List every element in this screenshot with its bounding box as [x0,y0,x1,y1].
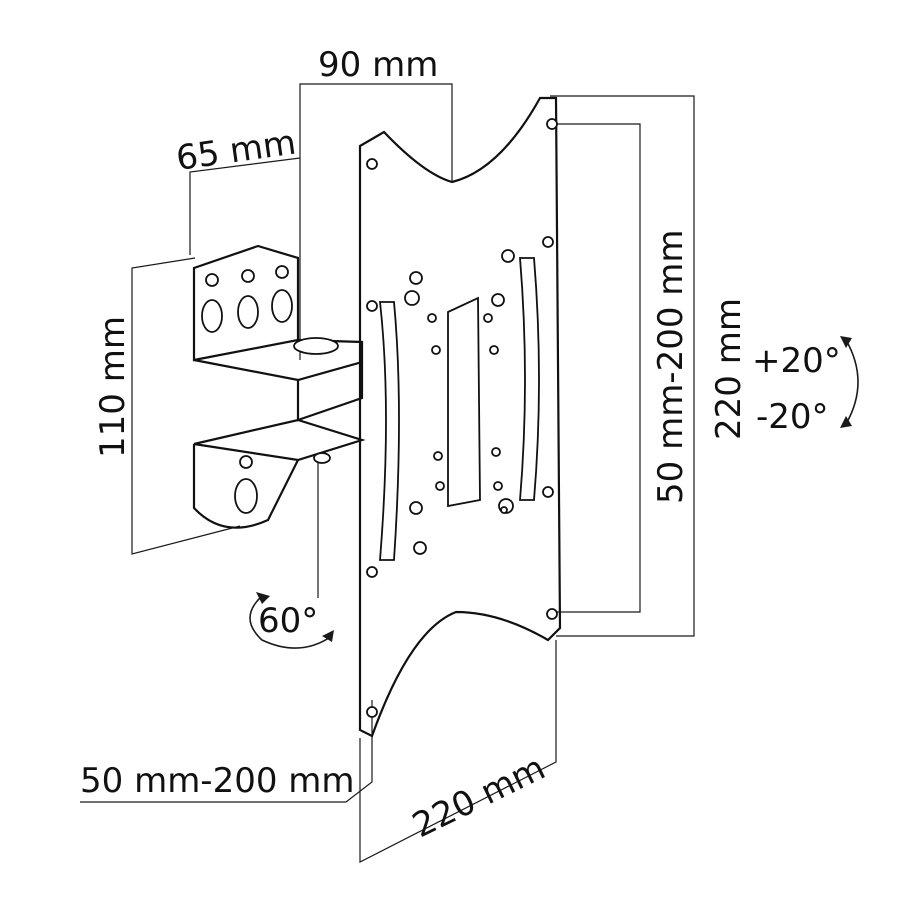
hole-5 [542,236,554,248]
label-wall-height: 110 mm [93,316,133,458]
hole-2 [404,290,420,306]
left-slot [378,301,400,561]
hole-4 [491,293,505,307]
hole-3 [501,249,515,263]
label-swivel: 60° [258,601,318,641]
right-slot [519,257,540,501]
dim-vesa-vertical-line [556,123,641,613]
label-plate-height: 220 mm [709,298,749,440]
hole-17 [413,541,427,555]
hole-1 [409,271,423,285]
swivel-arrow-icon [256,592,270,604]
hole-br [546,608,558,620]
label-tilt-down: -20° [756,397,829,437]
hole-7 [427,313,437,323]
lower-pivot [313,452,331,464]
lower-wall-plate [192,444,299,529]
upper-wall-plate [192,244,300,362]
tv-plate [358,96,562,738]
hole-12 [491,447,501,457]
upper-pivot [293,337,339,355]
tilt-arc [845,339,859,425]
label-vesa-vertical: 50 mm-200 mm [651,229,691,504]
label-vesa-horizontal: 50 mm-200 mm [80,761,355,801]
hole-bl [366,706,378,718]
keyhole-upper-3 [271,265,293,323]
dimension-labels: 90 mm 65 mm 110 mm 50 mm-200 mm 220 mm +… [80,45,841,846]
keyhole-upper-1 [201,273,223,333]
label-top-width: 90 mm [318,45,438,85]
hole-18 [500,506,508,514]
hole-13 [435,481,445,491]
label-tilt-up: +20° [752,341,841,381]
hole-9 [431,345,441,355]
lower-arm-top [193,418,366,462]
hole-11 [433,451,443,461]
swivel-arc [249,595,333,649]
hole-tr [546,118,558,130]
upper-arm-side [296,362,364,422]
keyhole-lower [234,455,258,514]
hole-20 [542,486,554,498]
tilt-arrow-down-icon [840,416,852,428]
dim-plate-width-line [359,640,557,863]
tilt-arrow-up-icon [840,336,852,348]
center-window [447,296,481,508]
hole-15 [409,501,423,515]
dim-vesa-horizontal-line [80,700,373,803]
label-arm-depth: 65 mm [174,123,299,179]
dim-top-width-line [299,83,453,360]
hole-6 [366,300,378,312]
hole-8 [483,313,493,323]
hole-14 [493,481,503,491]
rotation-arrows [249,336,859,649]
swivel-arrow-end-icon [322,630,334,642]
label-plate-width: 220 mm [406,748,551,846]
hole-10 [489,345,499,355]
dim-plate-height-line [550,95,695,637]
tv-plate-outline [358,96,562,738]
hole-tl [366,158,378,170]
wall-bracket [192,244,366,529]
hole-19 [366,566,378,578]
dim-arm-depth-line [189,157,301,255]
keyhole-upper-2 [237,269,259,329]
dim-wall-height-line [131,257,241,555]
dimension-lines [80,83,695,863]
